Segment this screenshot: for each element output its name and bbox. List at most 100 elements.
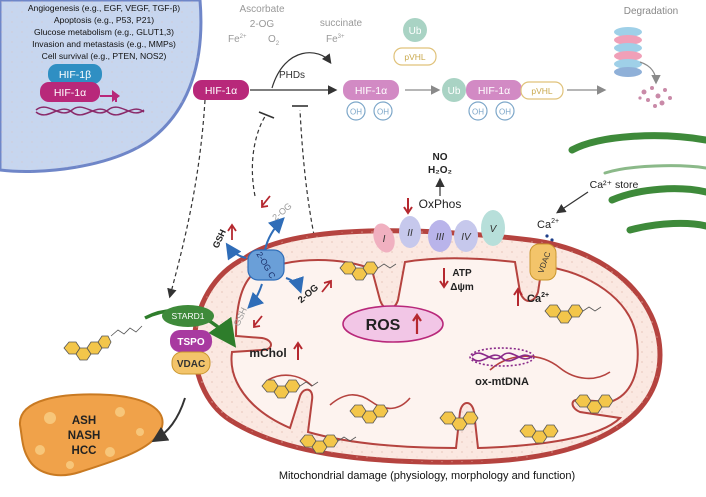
mito-caption: Mitochondrial damage (physiology, morpho… [279,470,575,482]
ca-top-sup: 2+ [551,218,559,225]
pvhl-top [393,47,437,66]
pvhl-box [520,81,564,100]
complex-5 [481,210,505,246]
gsh-top-arrow-icon [227,223,237,240]
nucleus-line-2: Apoptosis (e.g., P53, P21) [54,15,154,25]
free-cholesterol-icon [63,325,143,361]
oh-1 [346,101,366,121]
og-carrier-region: 2-OG GSH 2-OG C GSH 2-OG [211,195,332,329]
mchol-up-arrow-icon [293,341,303,360]
nucleus-line-5: Cell survival (e.g., PTEN, NOS2) [42,51,167,61]
svg-text:Fe3+: Fe3+ [326,34,345,45]
svg-text:Ca2+: Ca2+ [537,218,559,231]
oh-3 [468,101,488,121]
two-og-left-arrow-icon [261,195,271,209]
pvhl-top-label: pVHL [404,52,426,62]
succinate-label: succinate [320,18,363,29]
liver-ash: ASH [72,415,96,427]
ca-store-arrow [556,191,589,214]
svg-text:O2: O2 [268,34,280,47]
two-og-label: 2-OG [250,19,275,30]
hif1a-box [193,80,249,100]
two-og-left-label: 2-OG [270,201,293,223]
ros-up-arrow-icon [412,313,422,334]
h2o2-label: H₂O₂ [428,165,452,176]
oxphos-complexes: I II III IV V [373,210,505,253]
oh-3-label: OH [472,108,484,117]
nucleus-line-1: Angiogenesis (e.g., EGF, VEGF, TGF-β) [28,3,180,13]
vdac-left-box [171,351,211,375]
hif-to-stard1-arrow [167,99,206,299]
complex-1-label: I [383,234,386,245]
no-label: NO [433,152,448,163]
nucleus-line-4: Invasion and metastasis (e.g., MMPs) [32,39,176,49]
ub-circle [442,78,466,102]
phd-curve-arrow [271,52,332,89]
stard1-box [162,305,214,327]
proteasome-out-arrow [639,61,661,85]
complex-3 [428,220,452,252]
complex-4-label: IV [461,232,472,243]
dpsi-label: Δψm [450,282,474,293]
fe2-sup: 2+ [240,34,247,40]
oxphos-down-arrow-icon [403,198,413,215]
cholesterol-icons [261,261,614,454]
ub-label-top: Ub [409,26,422,37]
tspo-label: TSPO [177,337,204,348]
complex-2 [399,216,421,248]
hif1b-label: HIF-1β [59,69,91,81]
atp-down-arrow-icon [439,268,449,289]
hif1a-ub-label: HIF-1α [478,85,510,97]
vdac-left-label: VDAC [177,359,205,370]
liver-hcc: HCC [72,445,97,457]
mitochondrion: I II III IV V OxPhos NO H₂O₂ ATP Δψm VDA… [191,152,663,482]
mtdna-icon [469,347,535,367]
nucleus: Angiogenesis (e.g., EGF, VEGF, TGF-β) Ap… [0,0,203,173]
ascorbate-label: Ascorbate [239,4,284,15]
complex-1 [373,223,395,253]
hif1b-box [48,64,102,84]
carrier-arrow-right [285,276,304,294]
liver-nash: NASH [68,430,101,442]
atp-label: ATP [452,268,472,279]
ca-bottom-sup: 2+ [541,292,549,299]
gsh-top-label: GSH [211,228,228,250]
fe3-sup: 3+ [338,34,345,40]
oh-4-label: OH [499,108,511,117]
inhibit-2og [251,114,267,197]
nucleus-hif1a-label: HIF-1α [54,87,86,99]
ca-bottom-label: Ca [527,293,542,305]
hif1a-oh-label: HIF-1α [355,85,387,97]
hif1a-oh-box [343,80,399,100]
peptide-fragments-icon [638,86,672,108]
hif1a-ub-box [466,80,522,100]
oh-4 [495,101,515,121]
tspo-box [170,330,212,352]
two-og-mid-arrow-icon [321,279,332,293]
complex-3-label: III [436,232,445,243]
nucleus-hif1a-box [40,82,100,102]
ub-circle-top [403,18,427,42]
o2-label: O [268,34,276,45]
og-carrier [247,249,285,281]
ca-up-arrow-icon [513,287,523,306]
oh-2 [373,101,393,121]
mchol-label: mChol [249,346,286,360]
pvhl-label: pVHL [531,86,553,96]
ros-label: ROS [366,317,401,334]
mtdna-label: ox-mtDNA [475,376,529,388]
carrier-arrow-bottom [247,283,265,309]
carrier-arrow-left [225,242,247,261]
ub-label: Ub [448,86,461,97]
oh-1-label: OH [350,108,362,117]
oxphos-label: OxPhos [419,197,462,211]
carrier-arrow-top [264,217,285,251]
complex-4 [454,220,478,252]
svg-text:Fe2+: Fe2+ [228,34,247,45]
hif1a-label: HIF-1α [205,85,237,97]
ca-top-label: Ca [537,219,552,231]
svg-text:Ca2+: Ca2+ [527,292,549,305]
liver-icon: ASH NASH HCC [18,393,164,477]
